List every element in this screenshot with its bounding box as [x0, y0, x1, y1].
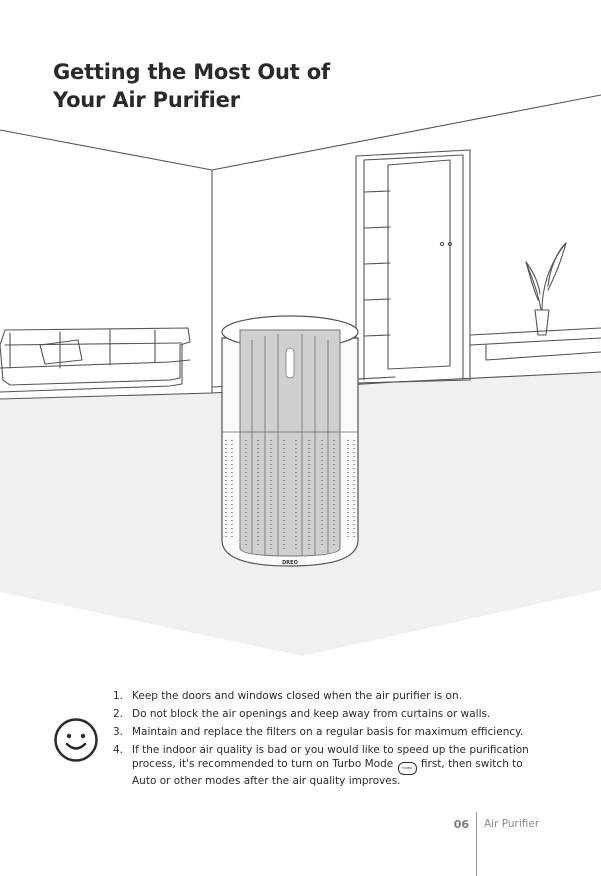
list-item: 3. Maintain and replace the filters on a…: [113, 726, 543, 740]
device-brand-label: DREO: [282, 560, 298, 566]
page-title: Getting the Most Out of Your Air Purifie…: [53, 58, 330, 114]
tip-number: 3.: [113, 726, 124, 738]
list-item: 2. Do not block the air openings and kee…: [113, 708, 543, 722]
tip-text: Maintain and replace the filters on a re…: [132, 726, 524, 738]
turbo-mode-icon: TURBO: [397, 761, 417, 775]
page-title-line-1: Getting the Most Out of: [53, 60, 330, 84]
list-item: 4. If the indoor air quality is bad or y…: [113, 744, 543, 788]
tip-text: Do not block the air openings and keep a…: [132, 708, 491, 720]
list-item: 1. Keep the doors and windows closed whe…: [113, 690, 543, 704]
footer-product-name: Air Purifier: [484, 818, 540, 830]
tips-list: 1. Keep the doors and windows closed whe…: [113, 690, 543, 793]
tip-number: 4.: [113, 744, 124, 756]
potted-plant: [525, 242, 567, 336]
page-title-line-2: Your Air Purifier: [53, 88, 240, 112]
sofa: [0, 327, 191, 393]
bookshelf: [355, 149, 471, 384]
tip-text-before: If the indoor air quality is bad or you …: [132, 744, 529, 770]
tip-text-after: first, then switch to Auto or other mode…: [132, 757, 523, 787]
air-purifier: [221, 315, 359, 567]
smiley-face-icon: [54, 718, 98, 762]
tip-number: 2.: [113, 708, 124, 720]
footer-divider: [476, 812, 477, 876]
tip-number: 1.: [113, 690, 124, 702]
page-number: 06: [453, 818, 469, 831]
wall-shelf: [469, 327, 601, 361]
tip-text: Keep the doors and windows closed when t…: [132, 690, 462, 702]
room-illustration: DREO: [0, 94, 601, 656]
